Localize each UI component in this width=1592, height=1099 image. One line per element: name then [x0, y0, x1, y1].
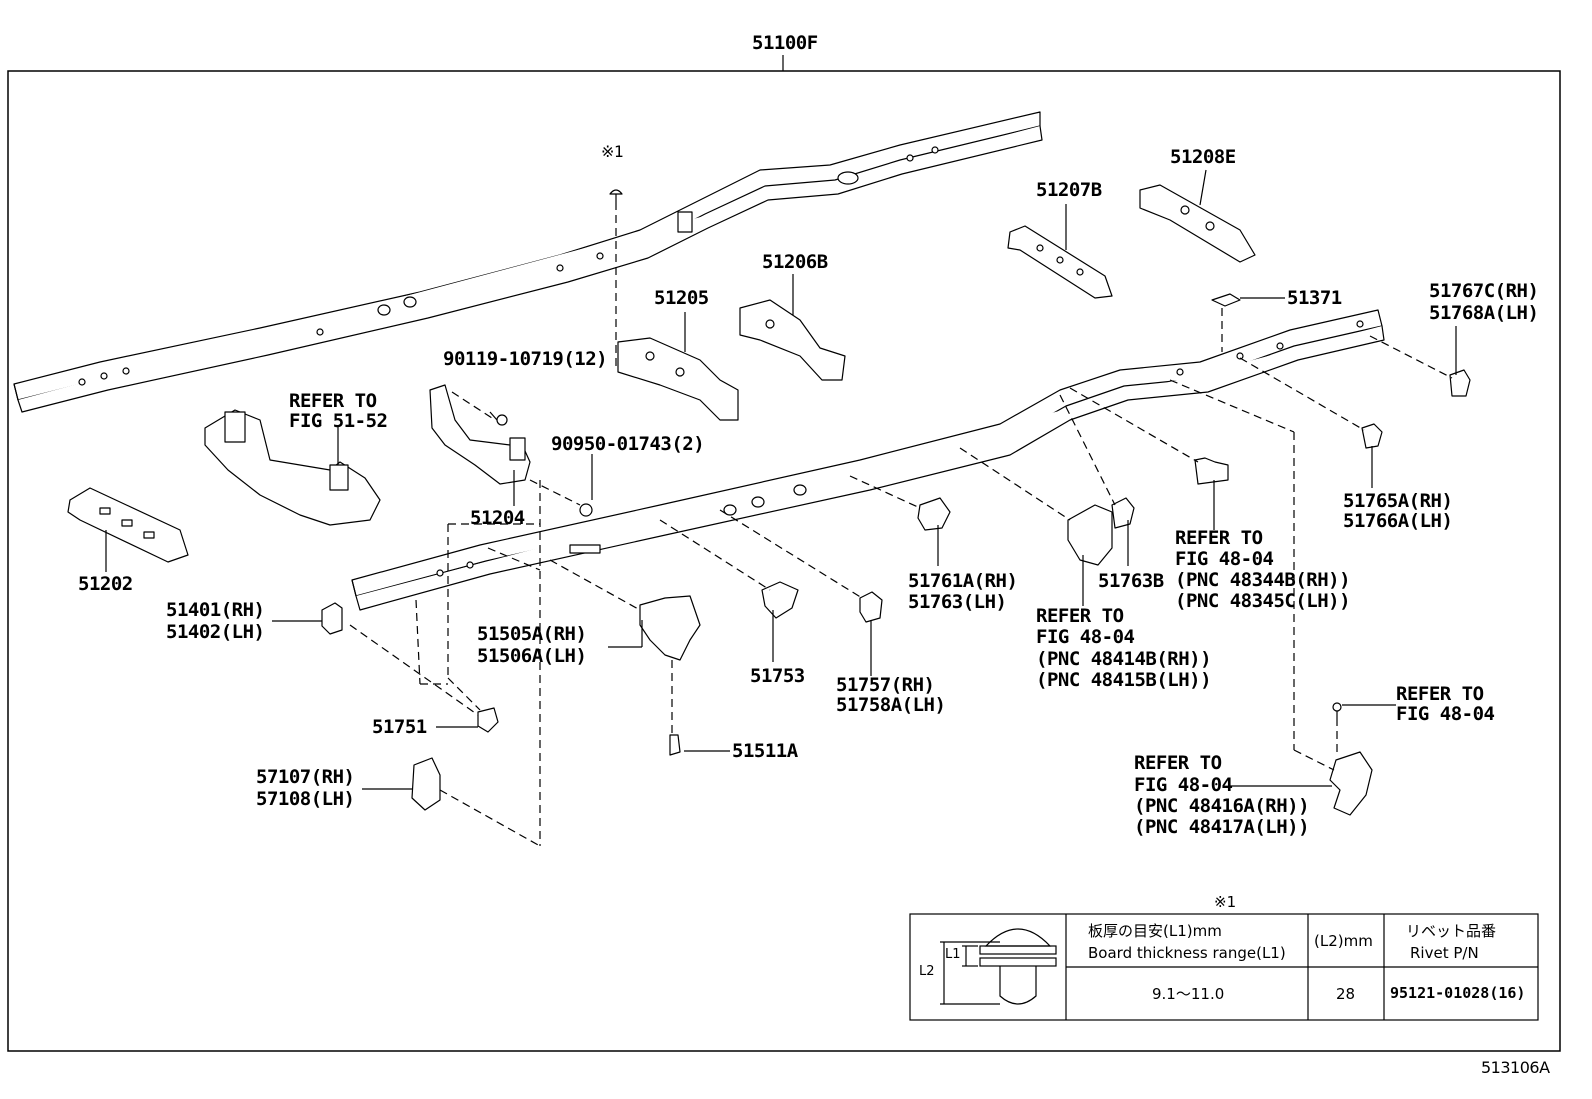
- rivet-table: [909, 913, 1539, 1021]
- callout-refer-48-04-a3: (PNC 48414B(RH)): [1036, 648, 1212, 670]
- part-51767C: [1449, 369, 1471, 397]
- callout-51765A: 51765A(RH): [1343, 490, 1453, 512]
- callout-refer-48-04-a2: FIG 48-04: [1036, 626, 1135, 648]
- callout-refer-48-04-b1: REFER TO: [1175, 527, 1263, 549]
- callout-refer-48-04-d1: REFER TO: [1134, 752, 1222, 774]
- callout-refer-48-04-c2: FIG 48-04: [1396, 703, 1495, 725]
- subframe-fig-51-52: [204, 409, 381, 526]
- part-57107: [411, 757, 441, 811]
- callout-51371: 51371: [1287, 287, 1342, 309]
- part-51511A: [669, 734, 681, 756]
- callout-51763: 51763(LH): [908, 591, 1007, 613]
- callout-51205: 51205: [654, 287, 709, 309]
- callout-51766A: 51766A(LH): [1343, 510, 1453, 532]
- dimension-l2-label: L2: [919, 964, 935, 979]
- table-cell-rivet-part: 95121-01028(16): [1390, 984, 1526, 1002]
- callout-refer-48-04-a1: REFER TO: [1036, 605, 1124, 627]
- part-51207B: [1007, 225, 1113, 299]
- callout-refer-51-52-a: REFER TO: [289, 390, 377, 412]
- part-51505A: [639, 595, 701, 661]
- part-51761A: [917, 497, 951, 531]
- table-header-rivet-en: Rivet P/N: [1410, 944, 1479, 962]
- callout-51751: 51751: [372, 716, 427, 738]
- lower-frame-rail: [351, 309, 1385, 611]
- upper-frame-rail: [13, 111, 1043, 413]
- callout-51768A: 51768A(LH): [1429, 302, 1539, 324]
- table-header-rivet-jp: リベット品番: [1406, 922, 1497, 940]
- callout-90119: 90119-10719(12): [443, 348, 608, 370]
- bracket-48344B: [1194, 457, 1229, 485]
- callout-51402: 51402(LH): [166, 621, 265, 643]
- callout-51511A: 51511A: [732, 740, 798, 762]
- callout-51202: 51202: [78, 573, 133, 595]
- table-cell-thickness: 9.1〜11.0: [1152, 985, 1225, 1003]
- note-mark: ※1: [601, 142, 624, 161]
- callout-refer-48-04-c1: REFER TO: [1396, 683, 1484, 705]
- callout-51753: 51753: [750, 665, 805, 687]
- callout-51206B: 51206B: [762, 251, 828, 273]
- callout-51757: 51757(RH): [836, 674, 935, 696]
- callout-51207B: 51207B: [1036, 179, 1102, 201]
- nut-90950-icon: [579, 503, 593, 517]
- callout-refer-48-04-d2: FIG 48-04: [1134, 774, 1233, 796]
- leader-lines: [105, 169, 1457, 790]
- part-51757: [859, 591, 883, 623]
- dimension-l1-label: L1: [945, 947, 961, 962]
- callout-51761A: 51761A(RH): [908, 570, 1018, 592]
- table-note-mark: ※1: [1214, 893, 1237, 911]
- table-header-l2: (L2)mm: [1314, 932, 1373, 950]
- callout-51208E: 51208E: [1170, 146, 1236, 168]
- part-51204: [429, 384, 531, 485]
- callout-refer-48-04-b4: (PNC 48345C(LH)): [1175, 590, 1351, 612]
- rivet-sketch: [940, 928, 1057, 1005]
- callout-refer-48-04-b3: (PNC 48344B(RH)): [1175, 569, 1351, 591]
- callout-refer-51-52-b: FIG 51-52: [289, 410, 388, 432]
- diagram-frame: [7, 70, 1561, 1052]
- callout-51505A: 51505A(RH): [477, 623, 587, 645]
- bolt-48-04-icon: [1332, 702, 1342, 718]
- dashed-guides: [349, 202, 1453, 847]
- part-51401: [321, 602, 343, 635]
- part-51753: [761, 581, 799, 619]
- bracket-48414B: [1067, 504, 1113, 566]
- callout-51763B: 51763B: [1098, 570, 1164, 592]
- callout-90950: 90950-01743(2): [551, 433, 705, 455]
- callout-51401: 51401(RH): [166, 599, 265, 621]
- bolt-90119-icon: [489, 411, 508, 426]
- callout-57107: 57107(RH): [256, 766, 355, 788]
- part-51208E: [1139, 184, 1256, 263]
- table-header-thickness-jp: 板厚の目安(L1)mm: [1088, 922, 1222, 940]
- table-cell-l2: 28: [1336, 985, 1356, 1003]
- callout-refer-48-04-d3: (PNC 48416A(RH)): [1134, 795, 1310, 817]
- part-51371: [1211, 293, 1241, 307]
- callout-refer-48-04-b2: FIG 48-04: [1175, 548, 1274, 570]
- callout-57108: 57108(LH): [256, 788, 355, 810]
- part-51765A: [1361, 423, 1383, 449]
- callout-51506A: 51506A(LH): [477, 645, 587, 667]
- callout-51758A: 51758A(LH): [836, 694, 946, 716]
- part-51751: [477, 707, 499, 733]
- callout-51204: 51204: [470, 507, 525, 529]
- rivet-icon: [609, 189, 623, 202]
- part-51205: [617, 337, 739, 421]
- assembly-label: 51100F: [752, 32, 818, 54]
- footer-code: 513106A: [1481, 1058, 1550, 1077]
- callout-51767C: 51767C(RH): [1429, 280, 1539, 302]
- table-header-thickness-en: Board thickness range(L1): [1088, 944, 1286, 962]
- callout-refer-48-04-d4: (PNC 48417A(LH)): [1134, 816, 1310, 838]
- callout-refer-48-04-a4: (PNC 48415B(LH)): [1036, 669, 1212, 691]
- part-51763B: [1111, 497, 1135, 529]
- part-51202: [67, 487, 189, 563]
- bracket-48416A: [1329, 751, 1373, 816]
- part-51206B: [739, 299, 846, 381]
